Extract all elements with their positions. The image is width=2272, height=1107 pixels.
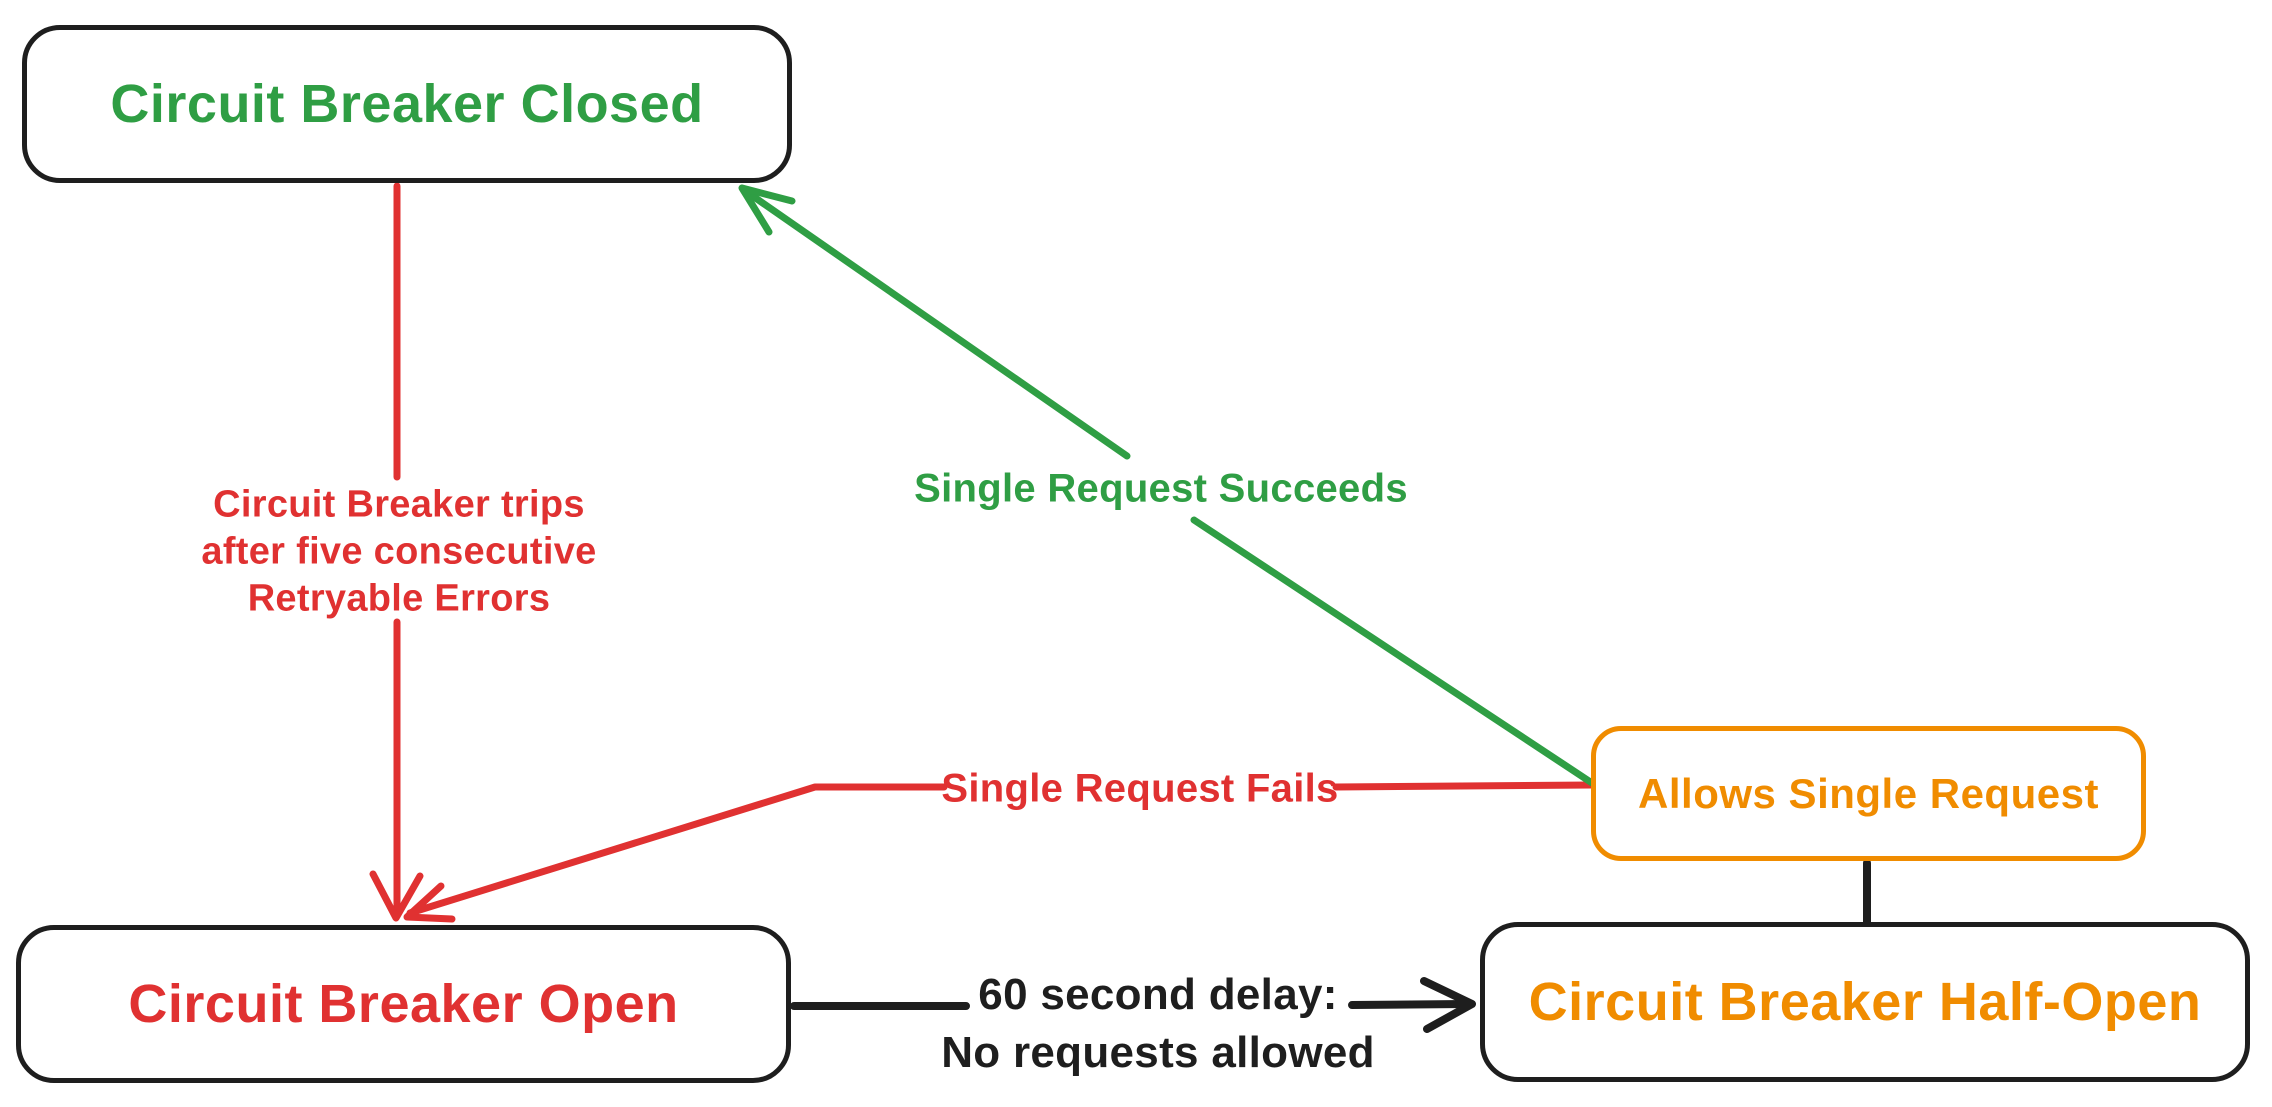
edge-succeeds-line bbox=[740, 186, 1596, 787]
node-circuit-breaker-closed: Circuit Breaker Closed bbox=[22, 25, 792, 183]
edge-trips-label-line3: Retryable Errors bbox=[247, 577, 551, 620]
edge-fails-arrowhead bbox=[403, 882, 456, 923]
node-circuit-breaker-open-label: Circuit Breaker Open bbox=[128, 974, 679, 1034]
edge-succeeds-label: Single Request Succeeds bbox=[914, 466, 1408, 511]
node-circuit-breaker-half-open-label: Circuit Breaker Half-Open bbox=[1528, 972, 2202, 1032]
edge-delay-label: 60 second delay: No requests allowed bbox=[941, 966, 1375, 1082]
edge-delay-line bbox=[790, 1000, 1470, 1010]
edge-fails-label: Single Request Fails bbox=[941, 766, 1339, 811]
edge-trips-arrowhead bbox=[369, 870, 424, 922]
node-circuit-breaker-closed-label: Circuit Breaker Closed bbox=[110, 74, 704, 134]
node-allows-single-request-label: Allows Single Request bbox=[1638, 769, 2099, 817]
edge-delay-label-line2: No requests allowed bbox=[941, 1028, 1375, 1077]
node-circuit-breaker-half-open: Circuit Breaker Half-Open bbox=[1480, 922, 2250, 1082]
edge-trips-label: Circuit Breaker trips after five consecu… bbox=[201, 482, 596, 623]
node-circuit-breaker-open: Circuit Breaker Open bbox=[16, 925, 791, 1083]
node-allows-single-request: Allows Single Request bbox=[1591, 726, 2146, 861]
edge-delay-label-line1: 60 second delay: bbox=[978, 970, 1338, 1019]
edge-delay-arrowhead bbox=[1420, 977, 1476, 1033]
edge-trips-label-line2: after five consecutive bbox=[201, 530, 597, 573]
edge-trips-label-line1: Circuit Breaker trips bbox=[213, 483, 585, 526]
edge-fails-line bbox=[406, 781, 1596, 917]
edge-succeeds-arrowhead bbox=[738, 184, 796, 236]
